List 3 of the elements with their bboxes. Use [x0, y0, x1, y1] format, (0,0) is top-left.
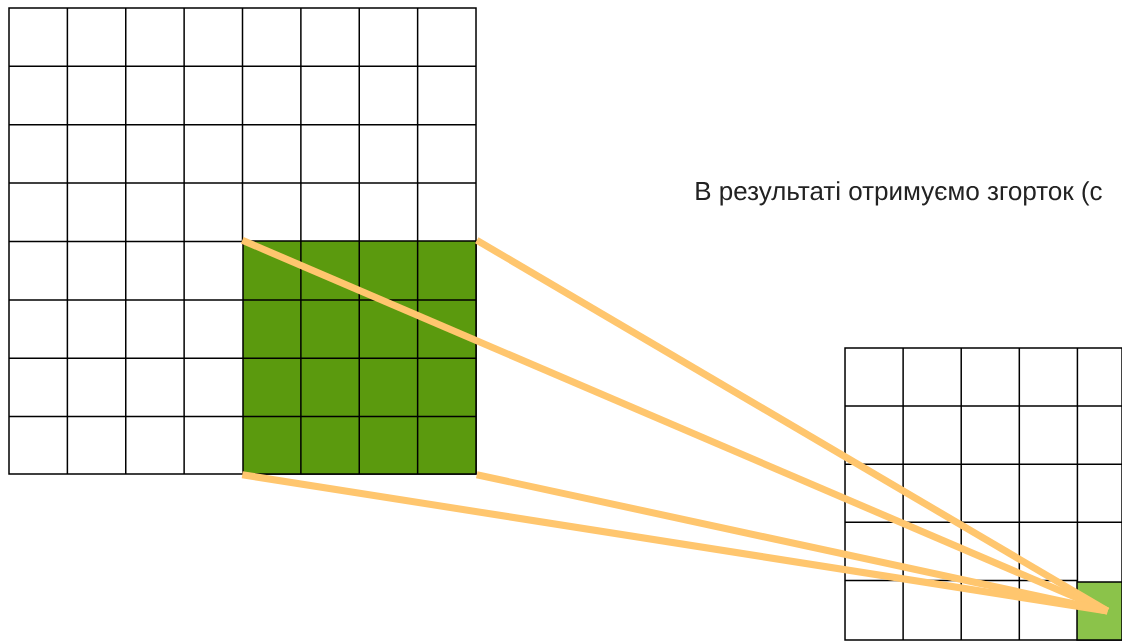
- connector-line: [476, 471, 1109, 615]
- caption-text: В результаті отримуємо згорток (с: [696, 181, 1102, 206]
- highlighted-patch: [242, 240, 477, 475]
